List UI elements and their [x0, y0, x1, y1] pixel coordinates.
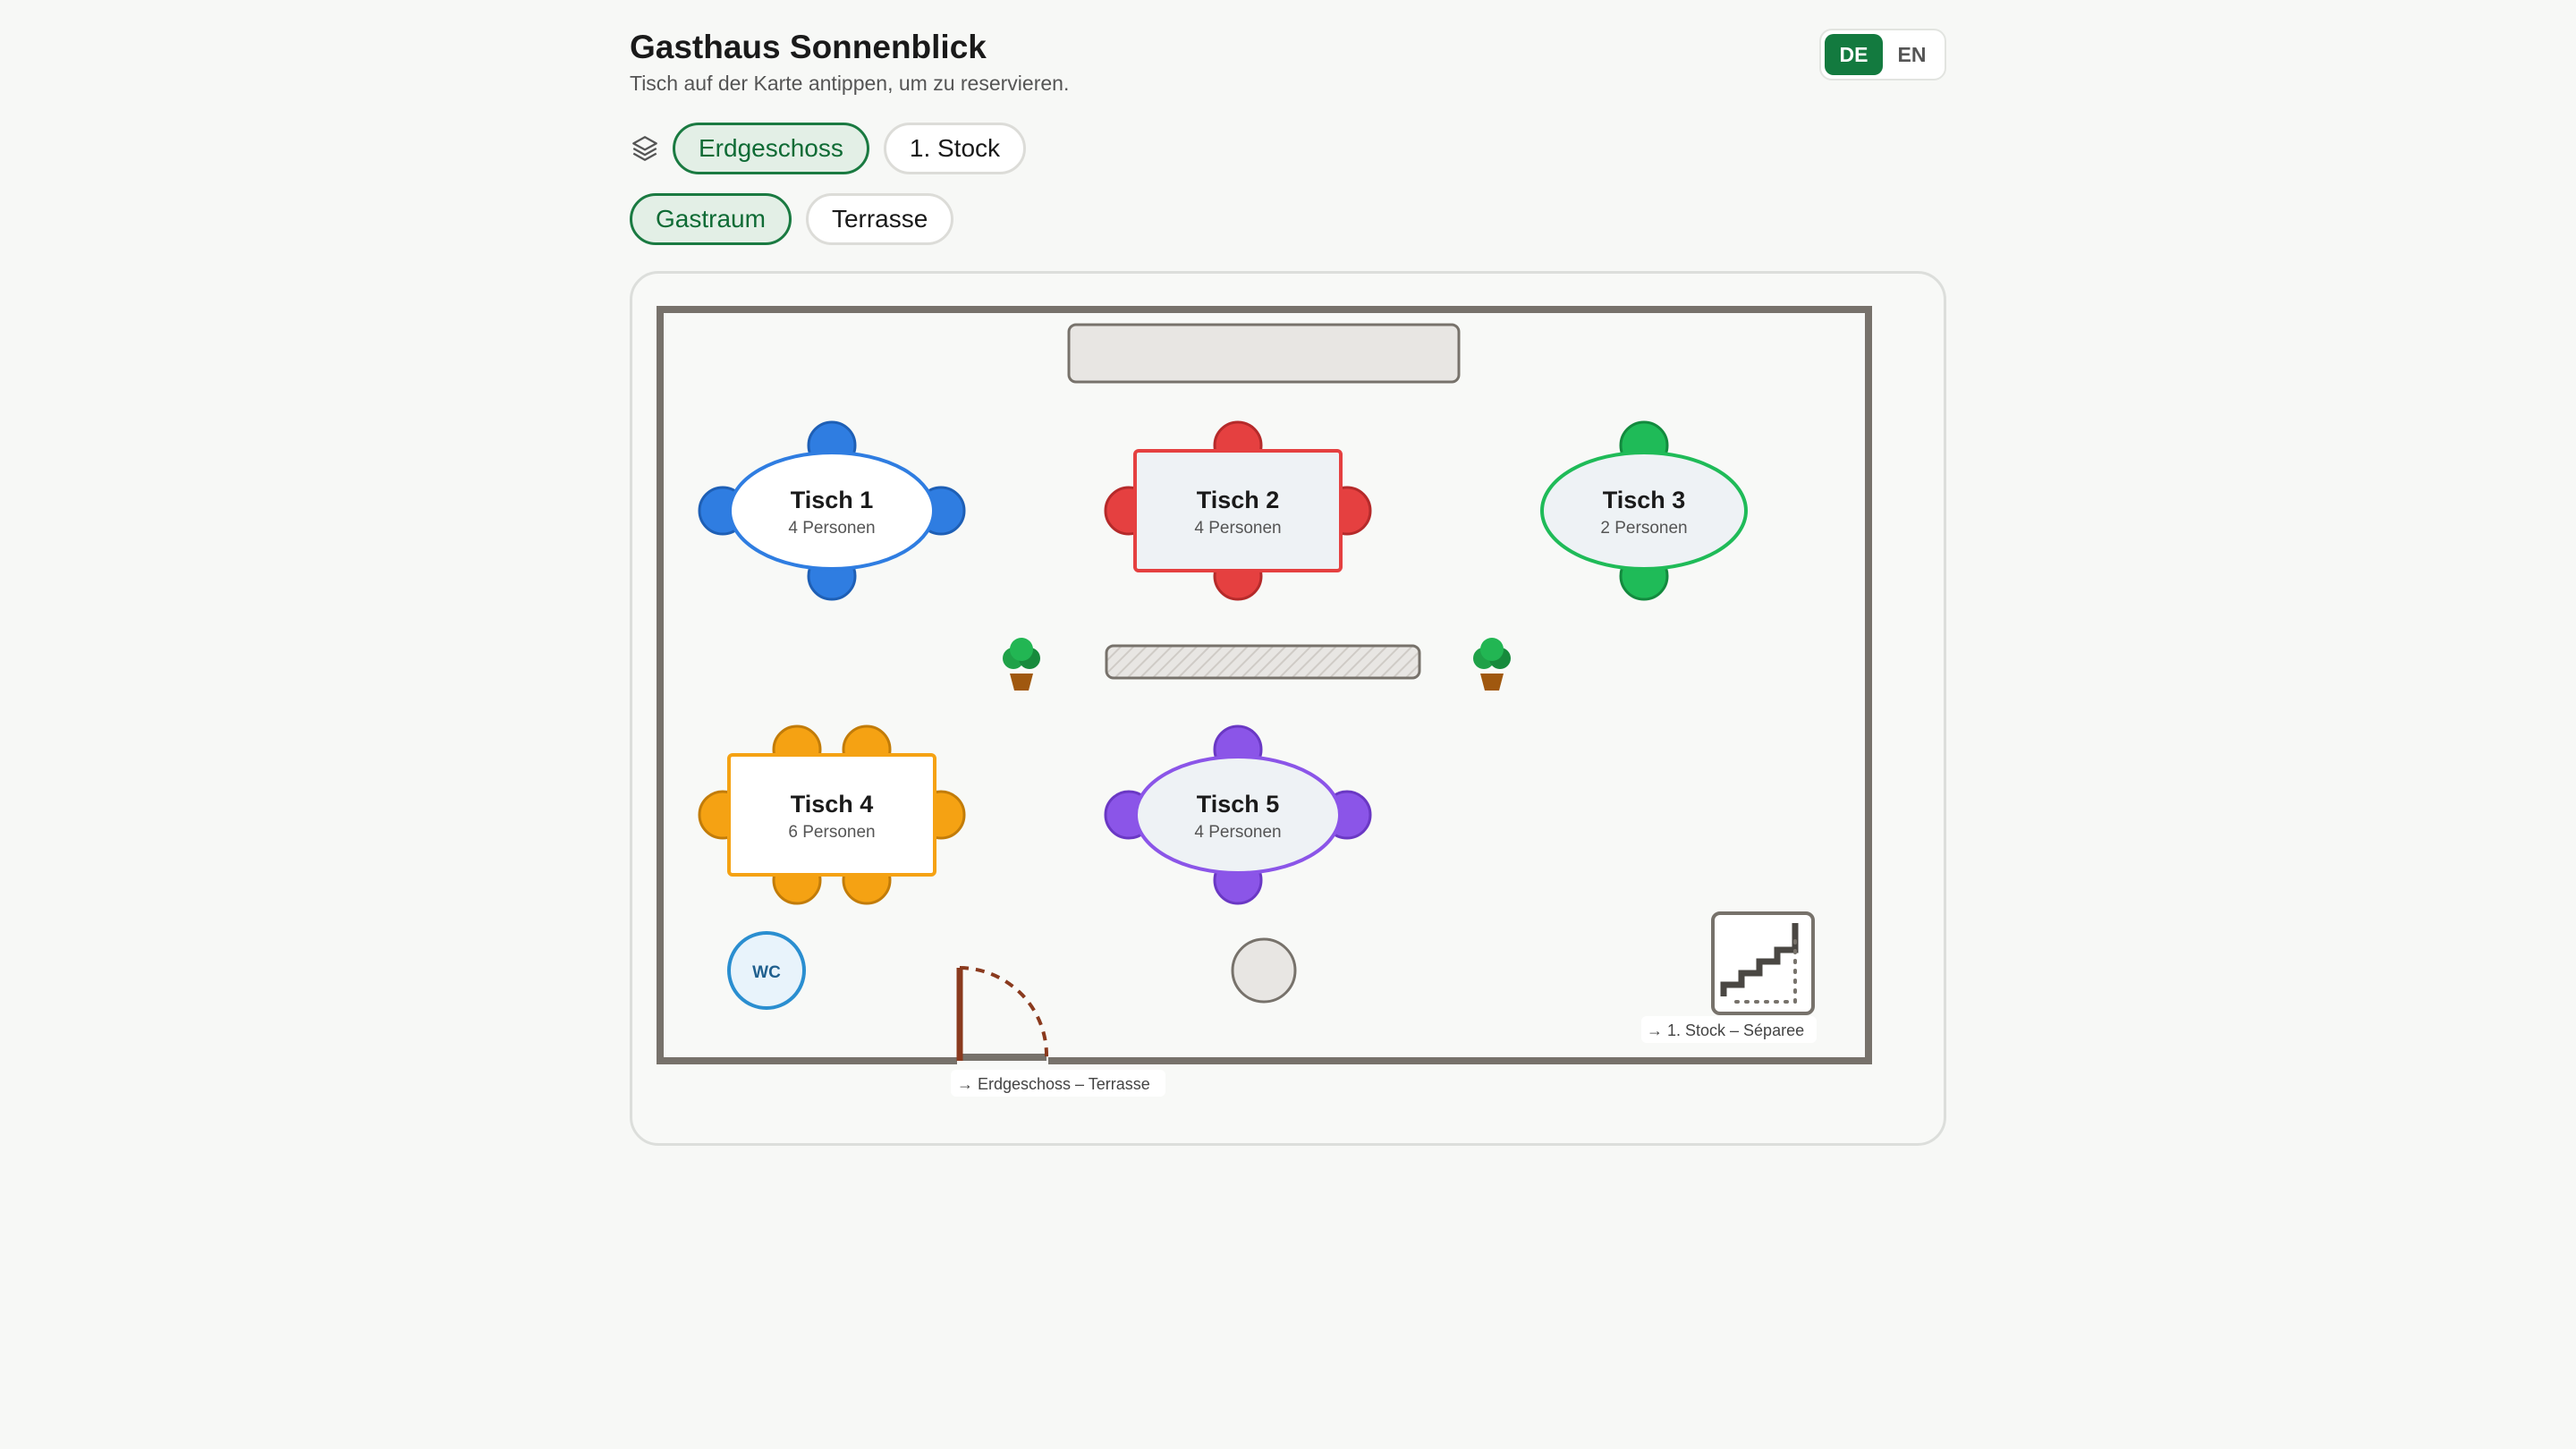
area-tab-terrasse[interactable]: Terrasse	[805, 193, 954, 245]
layers-icon	[632, 136, 657, 161]
table-2[interactable]: Tisch 2 4 Personen	[1104, 420, 1372, 601]
room-divider	[1105, 644, 1421, 680]
bar-counter	[1067, 323, 1461, 384]
round-side-table	[1231, 937, 1297, 1004]
floor-map: Tisch 1 4 Personen Tisch 2 4 Personen Ti…	[657, 306, 1872, 1097]
plant-left	[1003, 638, 1040, 691]
table-2-capacity: 4 Personen	[1194, 519, 1281, 538]
stairs-link-label[interactable]: → 1. Stock – Séparee	[1647, 1021, 1804, 1039]
table-5-capacity: 4 Personen	[1194, 823, 1281, 842]
door-link-label[interactable]: → Erdgeschoss – Terrasse	[957, 1075, 1150, 1093]
room-wall	[657, 306, 1872, 1064]
page-header: Gasthaus Sonnenblick Tisch auf der Karte…	[630, 27, 1069, 96]
table-5-name: Tisch 5	[1197, 791, 1280, 818]
table-3-name: Tisch 3	[1603, 487, 1686, 513]
wc-label: WC	[752, 963, 781, 982]
table-2-name: Tisch 2	[1197, 487, 1280, 513]
page-subtitle: Tisch auf der Karte antippen, um zu rese…	[630, 72, 1070, 95]
table-4[interactable]: Tisch 4 6 Personen	[698, 724, 966, 905]
table-5[interactable]: Tisch 5 4 Personen	[1104, 724, 1372, 905]
plant-right	[1473, 638, 1511, 691]
door-to-terrasse[interactable]: → Erdgeschoss – Terrasse	[951, 966, 1165, 1097]
table-1[interactable]: Tisch 1 4 Personen	[698, 420, 966, 601]
language-switcher: DE EN	[1819, 29, 1946, 80]
stairs-to-1-stock[interactable]: → 1. Stock – Séparee	[1641, 911, 1817, 1043]
floor-tab-1-stock[interactable]: 1. Stock	[883, 123, 1027, 174]
page-title: Gasthaus Sonnenblick	[630, 29, 987, 65]
floor-selector: Erdgeschoss 1. Stock	[630, 123, 1027, 174]
table-4-capacity: 6 Personen	[788, 823, 875, 842]
table-4-name: Tisch 4	[791, 791, 874, 818]
floor-map-card: Tisch 1 4 Personen Tisch 2 4 Personen Ti…	[630, 271, 1946, 1146]
language-en-button[interactable]: EN	[1897, 42, 1927, 66]
wc-marker: WC	[727, 931, 806, 1010]
language-de-button[interactable]: DE	[1825, 34, 1883, 75]
table-1-capacity: 4 Personen	[788, 519, 875, 538]
table-3-capacity: 2 Personen	[1600, 519, 1687, 538]
floor-tab-erdgeschoss[interactable]: Erdgeschoss	[673, 123, 869, 174]
table-3[interactable]: Tisch 3 2 Personen	[1540, 420, 1748, 601]
table-1-name: Tisch 1	[791, 487, 874, 513]
area-tab-gastraum[interactable]: Gastraum	[630, 193, 792, 245]
area-selector: Gastraum Terrasse	[630, 193, 954, 245]
